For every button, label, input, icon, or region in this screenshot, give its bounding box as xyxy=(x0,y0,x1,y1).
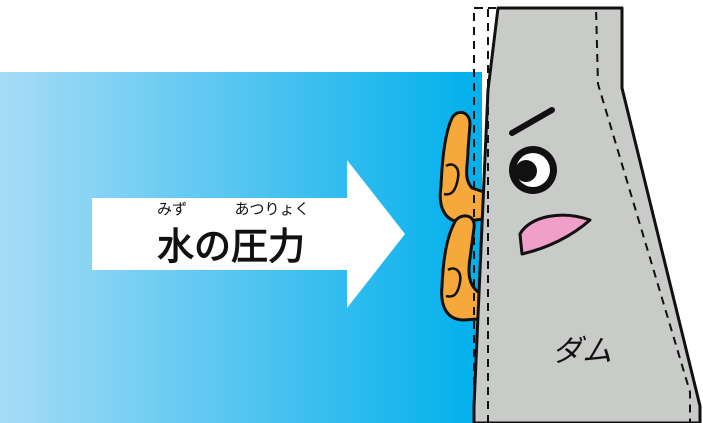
ruby-mizu: みず xyxy=(157,200,187,218)
dam-eye xyxy=(509,146,557,194)
dam-body xyxy=(472,6,702,423)
dam-mouth xyxy=(518,213,592,256)
lower-hand-finger xyxy=(445,267,462,298)
pressure-arrow xyxy=(92,160,405,308)
upper-hand-finger xyxy=(443,163,460,196)
dam-label: ダム xyxy=(552,334,612,369)
dam-dashed-outline-right xyxy=(474,7,691,423)
water-pressure-label: 水の圧力 xyxy=(157,225,305,268)
ruby-atsuryoku: あつりょく xyxy=(234,200,309,218)
dam-eyebrow xyxy=(509,107,555,136)
